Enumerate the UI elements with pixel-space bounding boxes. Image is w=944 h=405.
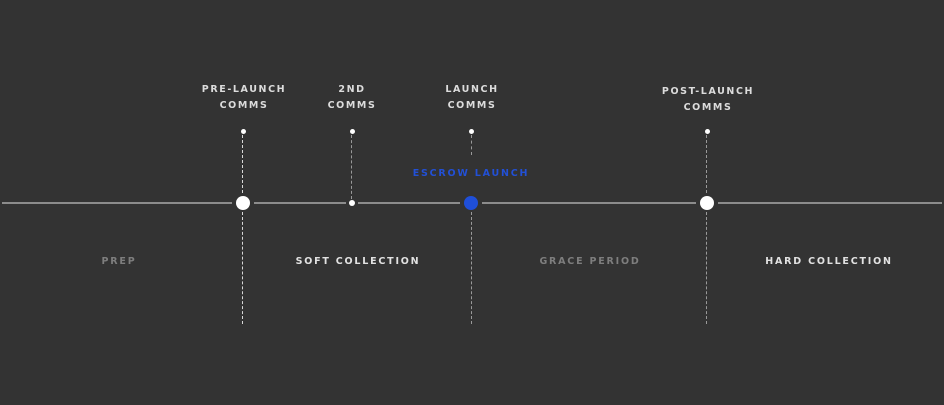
launch-connector-top — [471, 135, 472, 155]
milestone-label-second: 2ND COMMS — [282, 82, 422, 114]
milestone-label-line: POST-LAUNCH — [661, 86, 755, 97]
milestone-anchor-dot — [350, 129, 355, 134]
phase-grace-period: GRACE PERIOD — [539, 256, 641, 267]
milestone-label-line: 2ND — [338, 84, 366, 95]
milestone-label-line: COMMS — [683, 102, 733, 113]
phase-hard-collection: HARD COLLECTION — [765, 256, 893, 267]
milestone-label-launch: LAUNCH COMMS — [402, 82, 542, 114]
launch-divider — [471, 212, 472, 324]
pre-launch-divider — [242, 212, 243, 324]
milestone-anchor-dot — [469, 129, 474, 134]
pre-launch-connector-top — [242, 135, 243, 193]
milestone-label-line: LAUNCH — [445, 84, 499, 95]
pre-launch-node[interactable] — [236, 196, 250, 210]
escrow-launch-node[interactable] — [464, 196, 478, 210]
milestone-anchor-dot — [705, 129, 710, 134]
escrow-launch-label: ESCROW LAUNCH — [412, 168, 530, 179]
second-comms-node[interactable] — [349, 200, 355, 206]
milestone-label-line: COMMS — [447, 100, 497, 111]
phase-prep: PREP — [101, 256, 137, 267]
milestone-label-post-launch: POST-LAUNCH COMMS — [638, 84, 778, 116]
milestone-anchor-dot — [241, 129, 246, 134]
milestone-label-line: PRE-LAUNCH — [201, 84, 287, 95]
milestone-label-line: COMMS — [219, 100, 269, 111]
post-launch-connector-top — [706, 135, 707, 193]
post-launch-node[interactable] — [700, 196, 714, 210]
milestone-label-line: COMMS — [327, 100, 377, 111]
milestone-label-pre-launch: PRE-LAUNCH COMMS — [174, 82, 314, 114]
post-launch-divider — [706, 212, 707, 324]
second-comms-connector — [351, 135, 352, 199]
phase-soft-collection: SOFT COLLECTION — [295, 256, 421, 267]
